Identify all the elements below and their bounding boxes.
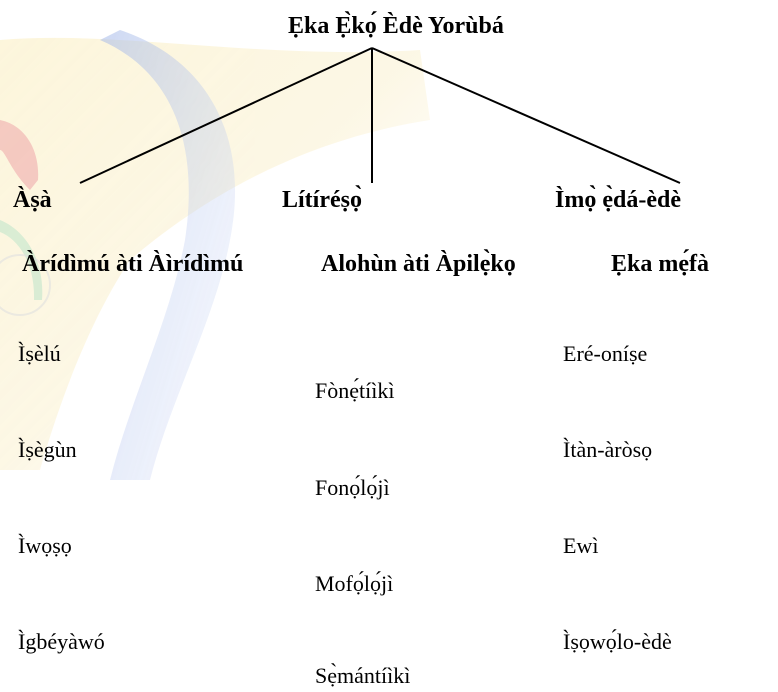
literature-item: Ìtàn-àròsọ <box>563 437 653 462</box>
watermark-blue-band <box>100 30 236 480</box>
watermark-yellow-band <box>0 37 430 471</box>
subheading-linguistics: Ẹka mẹ́fà <box>611 251 709 277</box>
watermark-circle <box>0 254 51 316</box>
literature-item: Eré-oníṣe <box>563 341 648 366</box>
tree-connectors <box>79 47 681 184</box>
branch-label-literature: Lítíréṣọ̀ <box>282 187 362 213</box>
linguistics-subfield-item: Fònẹ́tíìkì <box>315 378 395 403</box>
culture-item: Ìṣèlú <box>18 341 61 366</box>
watermark-red-emblem <box>0 120 39 190</box>
connector-right <box>371 47 681 184</box>
subheading-literature: Alohùn àti Àpilẹ̀kọ <box>321 251 516 277</box>
literature-item: Ewì <box>563 533 599 558</box>
culture-item: Ìgbéyàwó <box>18 629 105 654</box>
branch-label-linguistics: Ìmọ̀ ẹ̀dá-èdè <box>555 187 681 213</box>
culture-item: Ìwọṣọ <box>18 533 72 558</box>
connector-left <box>79 47 373 184</box>
linguistics-subfield-item: Mofọ́lọ́jì <box>315 571 394 596</box>
diagram-root-label: Ẹka Ẹ̀kọ́ Èdè Yorùbá <box>288 13 504 39</box>
watermark-seal <box>0 30 430 480</box>
culture-item: Ìṣègùn <box>18 437 77 462</box>
subheading-culture: Àrídìmú àti Àìrídìmú <box>22 251 244 277</box>
watermark-green-ring <box>0 220 43 300</box>
linguistics-subfield-item: Fonọ́lọ́jì <box>315 475 390 500</box>
linguistics-subfield-item: Sẹ̀mántíìkì <box>315 663 411 688</box>
literature-item: Ìṣọwọ́lo-èdè <box>563 629 672 654</box>
branch-label-culture: Àṣà <box>13 187 52 213</box>
